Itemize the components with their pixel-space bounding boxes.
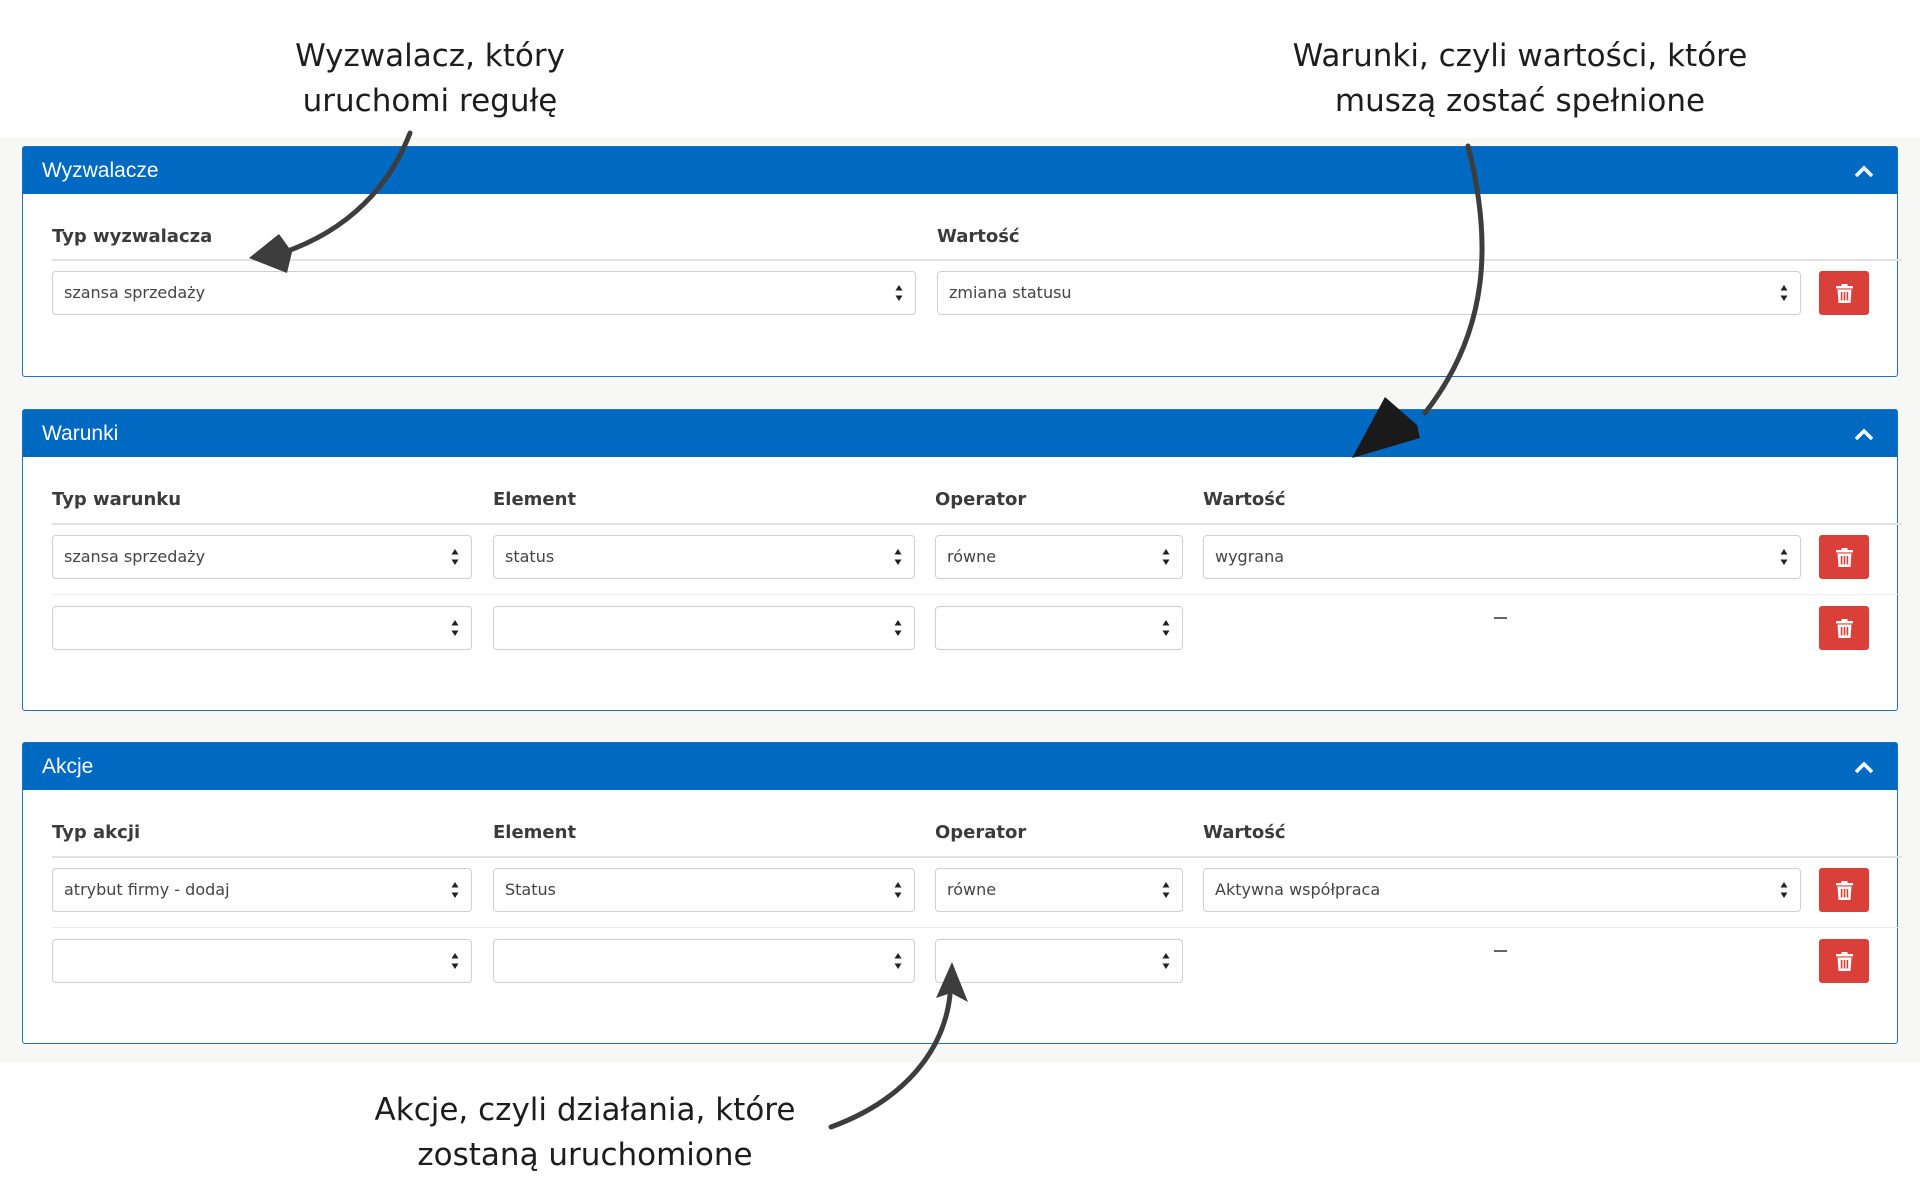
sort-caret-icon [894,620,902,636]
trigger-value-value: zmiana statusu [949,283,1072,302]
chevron-up-icon[interactable] [1849,410,1879,457]
actions-annotation-line-2: zostaną uruchomione [417,1137,753,1173]
trash-icon [1835,951,1853,971]
action-type-select[interactable]: atrybut firmy - dodaj [52,868,472,912]
trigger-type-header: Typ wyzwalacza [52,226,213,247]
sort-caret-icon [451,549,459,565]
sort-caret-icon [451,882,459,898]
conditions-panel: Warunki Typ warunku Element Operator War… [22,409,1902,711]
action-value-select[interactable]: Aktywna współpraca [1203,868,1801,912]
conditions-annotation-line-1: Warunki, czyli wartości, które [1292,38,1748,74]
condition-operator-select[interactable]: równe [935,535,1183,579]
action-value-header: Wartość [1203,822,1286,843]
sort-caret-icon [1780,882,1788,898]
action-type-header: Typ akcji [52,822,141,843]
chevron-up-icon[interactable] [1849,147,1879,194]
condition-type-value: szansa sprzedaży [64,547,206,566]
delete-trigger-button[interactable] [1819,271,1869,315]
triggers-panel-header[interactable]: Wyzwalacze [23,147,1897,194]
trash-icon [1835,283,1853,303]
delete-condition-button[interactable] [1819,535,1869,579]
sort-caret-icon [451,620,459,636]
empty-value-placeholder [1494,950,1507,952]
sort-caret-icon [894,882,902,898]
condition-operator-value: równe [947,547,997,566]
sort-caret-icon [894,953,902,969]
action-element-select[interactable] [493,939,915,983]
delete-action-button[interactable] [1819,868,1869,912]
condition-element-header: Element [493,489,577,510]
action-element-select[interactable]: Status [493,868,915,912]
condition-type-select[interactable]: szansa sprzedaży [52,535,472,579]
delete-action-button[interactable] [1819,939,1869,983]
actions-panel-title: Akcje [42,755,94,778]
chevron-up-icon[interactable] [1849,743,1879,790]
triggers-panel: Wyzwalacze Typ wyzwalacza Wartość szansa… [22,146,1902,377]
sort-caret-icon [451,953,459,969]
sort-caret-icon [895,285,903,301]
header-divider [52,856,1902,858]
actions-panel-header[interactable]: Akcje [23,743,1897,790]
condition-type-select[interactable] [52,606,472,650]
condition-value-select[interactable]: wygrana [1203,535,1801,579]
action-value-value: Aktywna współpraca [1215,880,1381,899]
action-type-select[interactable] [52,939,472,983]
sort-caret-icon [1162,953,1170,969]
condition-element-select[interactable] [493,606,915,650]
trigger-type-value: szansa sprzedaży [64,283,206,302]
delete-condition-button[interactable] [1819,606,1869,650]
action-element-value: Status [505,880,556,899]
action-operator-header: Operator [935,822,1027,843]
row-divider [52,594,1902,595]
trash-icon [1835,547,1853,567]
trigger-annotation-line-2: uruchomi regułę [302,83,558,119]
conditions-annotation: Warunki, czyli wartości, które muszą zos… [1250,34,1790,124]
header-divider [52,259,1902,261]
trigger-value-header: Wartość [937,226,1020,247]
action-operator-select[interactable] [935,939,1183,983]
trash-icon [1835,618,1853,638]
sort-caret-icon [1780,285,1788,301]
header-divider [52,523,1902,525]
trigger-value-select[interactable]: zmiana statusu [937,271,1801,315]
sort-caret-icon [894,549,902,565]
condition-operator-select[interactable] [935,606,1183,650]
actions-annotation: Akcje, czyli działania, które zostaną ur… [345,1088,825,1178]
action-element-header: Element [493,822,577,843]
sort-caret-icon [1780,549,1788,565]
condition-element-select[interactable]: status [493,535,915,579]
action-operator-value: równe [947,880,997,899]
condition-element-value: status [505,547,555,566]
actions-panel: Akcje Typ akcji Element Operator Wartość… [22,742,1902,1044]
trigger-annotation: Wyzwalacz, który uruchomi regułę [230,34,630,124]
condition-value-value: wygrana [1215,547,1285,566]
sort-caret-icon [1162,620,1170,636]
action-operator-select[interactable]: równe [935,868,1183,912]
action-type-value: atrybut firmy - dodaj [64,880,230,899]
trigger-type-select[interactable]: szansa sprzedaży [52,271,916,315]
triggers-panel-title: Wyzwalacze [42,159,159,182]
sort-caret-icon [1162,549,1170,565]
trigger-annotation-line-1: Wyzwalacz, który [295,38,565,74]
condition-value-header: Wartość [1203,489,1286,510]
conditions-panel-title: Warunki [42,422,119,445]
conditions-annotation-line-2: muszą zostać spełnione [1334,83,1706,119]
trash-icon [1835,880,1853,900]
actions-annotation-line-1: Akcje, czyli działania, które [374,1092,796,1128]
condition-type-header: Typ warunku [52,489,182,510]
row-divider [52,927,1902,928]
conditions-panel-header[interactable]: Warunki [23,410,1897,457]
sort-caret-icon [1162,882,1170,898]
empty-value-placeholder [1494,617,1507,619]
condition-operator-header: Operator [935,489,1027,510]
